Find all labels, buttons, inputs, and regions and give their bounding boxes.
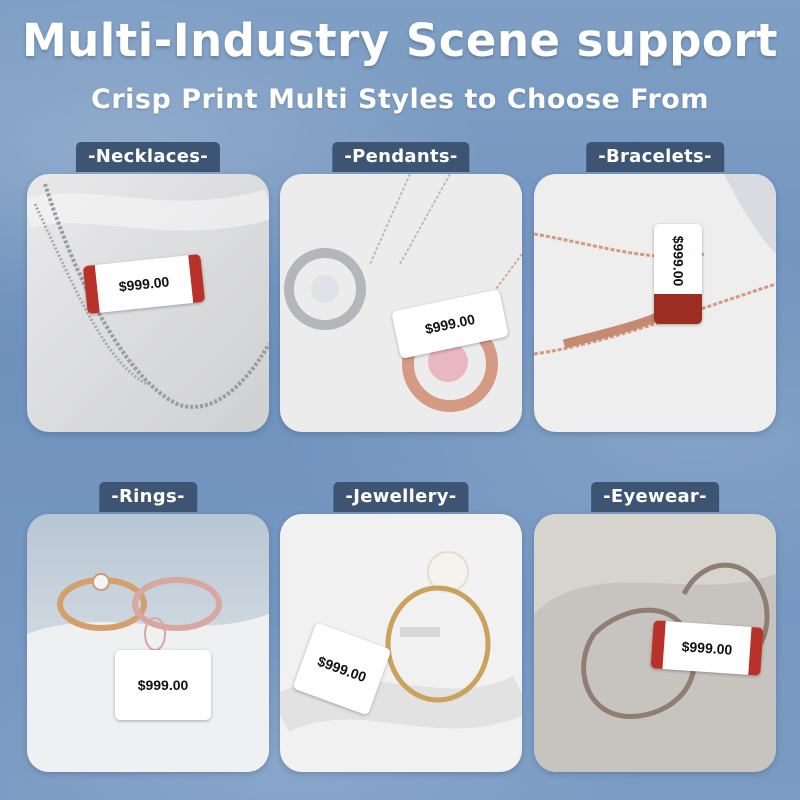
page-title: Multi-Industry Scene support <box>21 14 779 67</box>
ring-photo: $999.00 <box>27 514 269 772</box>
scene-label-necklaces: -Necklaces- <box>75 142 221 172</box>
scene-card-eyewear: -Eyewear- $999.00 <box>534 482 776 772</box>
scene-card-jewellery: -Jewellery- $999.00 <box>280 482 522 772</box>
price-text: $999.00 <box>315 652 369 686</box>
necklace-photo: $999.00 <box>27 174 269 432</box>
scene-card-rings: -Rings- $999.00 <box>27 482 269 772</box>
price-tag: $999.00 <box>654 224 702 324</box>
scene-label-bracelets: -Bracelets- <box>586 142 724 172</box>
scene-label-pendants: -Pendants- <box>332 142 470 172</box>
scene-card-pendants: -Pendants- $999.00 <box>280 142 522 432</box>
price-tag: $999.00 <box>650 620 764 676</box>
scene-label-rings: -Rings- <box>99 482 197 512</box>
price-text: $999.00 <box>117 273 170 295</box>
price-tag: $999.00 <box>115 650 211 720</box>
price-text: $999.00 <box>670 235 687 287</box>
bracelet-photo: $999.00 <box>534 174 776 432</box>
price-text: $999.00 <box>137 677 189 693</box>
price-text: $999.00 <box>423 310 477 338</box>
jewellery-photo: $999.00 <box>280 514 522 772</box>
cloud-pattern <box>654 294 702 324</box>
scene-card-bracelets: -Bracelets- $999.00 <box>534 142 776 432</box>
scene-card-necklaces: -Necklaces- $999.00 <box>27 142 269 432</box>
eyewear-photo: $999.00 <box>534 514 776 772</box>
scene-label-jewellery: -Jewellery- <box>333 482 469 512</box>
page-subtitle: Crisp Print Multi Styles to Choose From <box>91 84 709 115</box>
pendant-photo: $999.00 <box>280 174 522 432</box>
price-text: $999.00 <box>681 638 733 658</box>
scene-label-eyewear: -Eyewear- <box>591 482 719 512</box>
